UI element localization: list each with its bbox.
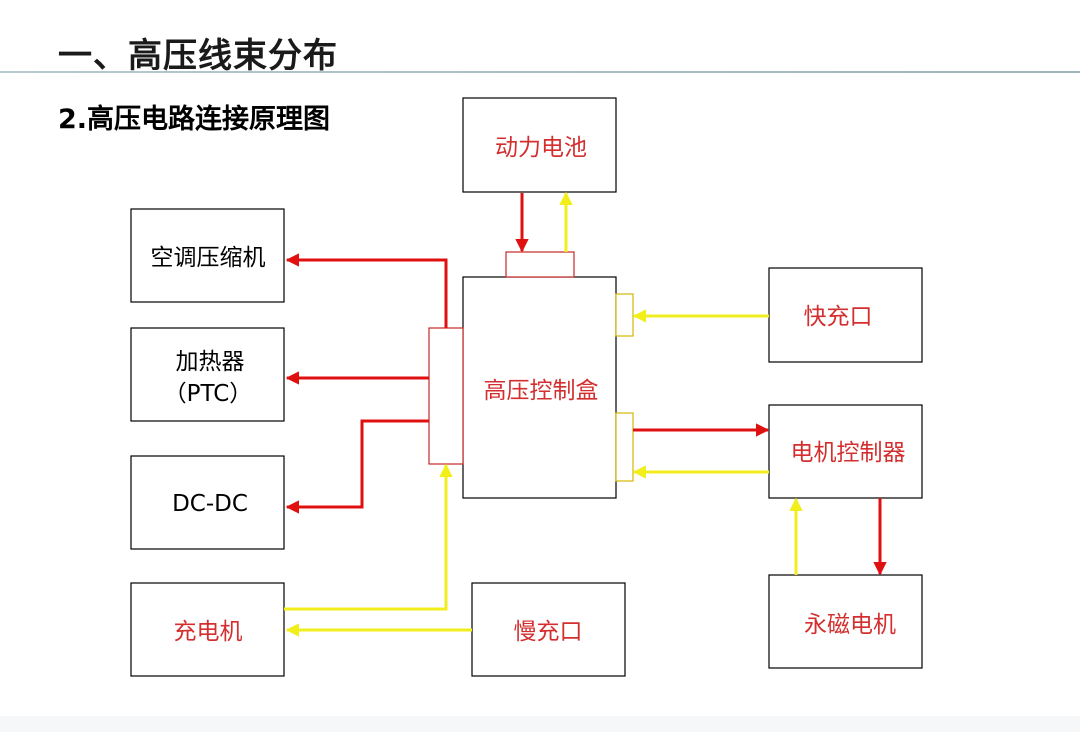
motor-controller-box xyxy=(768,404,923,499)
pm-motor-label: 永磁电机 xyxy=(804,612,896,638)
ac-compressor-label: 空调压缩机 xyxy=(151,245,266,271)
footer-band xyxy=(0,716,1080,732)
heater-box xyxy=(130,327,285,422)
hv-box-right-upper-port xyxy=(615,293,634,337)
pm-motor-box xyxy=(768,574,923,669)
hv-box xyxy=(462,276,617,499)
battery-label: 动力电池 xyxy=(495,135,587,161)
hvbox-to-ac-compressor-arrow xyxy=(285,253,448,328)
dcdc-box xyxy=(130,455,285,550)
hvbox-to-dcdc-arrow xyxy=(285,419,429,514)
hv-box-label: 高压控制盒 xyxy=(484,378,599,404)
motor-controller-label: 电机控制器 xyxy=(791,440,906,466)
ac-compressor-box xyxy=(130,208,285,303)
hv-box-left-port xyxy=(428,327,464,465)
battery-box xyxy=(462,97,617,193)
slow-charge-label: 慢充口 xyxy=(514,619,583,645)
charger-label: 充电机 xyxy=(174,619,243,645)
hv-box-right-lower-port xyxy=(615,412,634,482)
page-title: 一、高压线束分布 xyxy=(58,36,338,76)
slow-charge-box xyxy=(471,582,626,677)
title-divider xyxy=(0,71,1080,73)
hv-box-top-port xyxy=(505,251,575,278)
dcdc-label: DC-DC xyxy=(172,491,248,517)
fast-charge-box xyxy=(768,267,923,363)
heater-ptc-label: （PTC） xyxy=(164,381,253,407)
page-subtitle: 2.高压电路连接原理图 xyxy=(58,104,331,135)
heater-label: 加热器 xyxy=(176,349,245,375)
fast-charge-label: 快充口 xyxy=(804,304,873,330)
charger-to-hvbox-arrow xyxy=(284,463,453,611)
charger-box xyxy=(130,582,285,677)
